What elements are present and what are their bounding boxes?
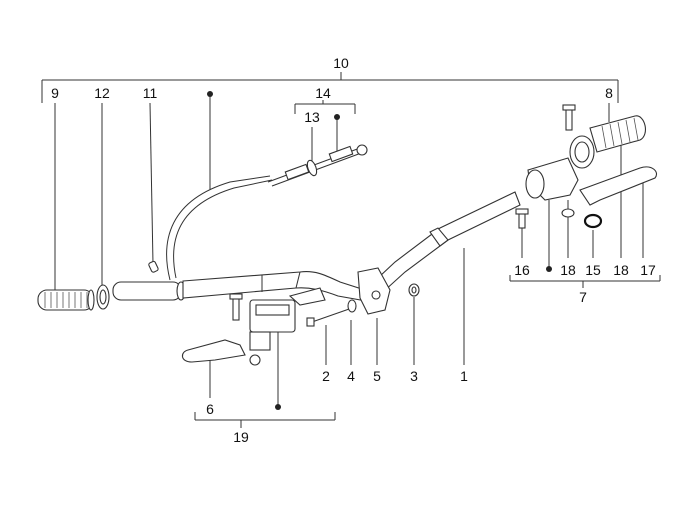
dot-markers bbox=[207, 91, 552, 410]
callout-16: 16 bbox=[514, 262, 530, 278]
callout-14: 14 bbox=[315, 85, 331, 101]
leader-lines bbox=[54, 94, 644, 405]
callout-19: 19 bbox=[233, 429, 249, 445]
callout-9: 9 bbox=[51, 85, 59, 101]
callout-1: 1 bbox=[460, 368, 468, 384]
right-lever-part bbox=[579, 166, 658, 206]
throttle-tube-part bbox=[112, 281, 186, 301]
callout-8: 8 bbox=[605, 85, 613, 101]
long-bolt-part bbox=[306, 307, 353, 327]
washer-part bbox=[347, 299, 357, 313]
bracket-14 bbox=[294, 100, 356, 114]
callout-15: 15 bbox=[585, 262, 601, 278]
left-lever-part bbox=[181, 339, 246, 363]
left-grip-part bbox=[37, 289, 95, 311]
ring-15-part bbox=[583, 213, 603, 229]
master-cylinder-part bbox=[229, 293, 296, 366]
throttle-cable-part bbox=[166, 175, 273, 281]
callout-13: 13 bbox=[304, 109, 320, 125]
handlebar-part bbox=[182, 191, 521, 306]
nut-part bbox=[408, 283, 420, 297]
bracket-7 bbox=[509, 275, 661, 288]
callout-17: 17 bbox=[640, 262, 656, 278]
callout-18-right: 18 bbox=[613, 262, 629, 278]
callout-2: 2 bbox=[322, 368, 330, 384]
callout-10: 10 bbox=[333, 55, 349, 71]
callout-4: 4 bbox=[347, 368, 355, 384]
bracket-19 bbox=[194, 412, 336, 428]
callout-7: 7 bbox=[579, 289, 587, 305]
washer-18-part bbox=[561, 208, 575, 218]
bolt-16-part bbox=[515, 208, 529, 229]
switch-housing-part bbox=[525, 157, 579, 201]
callout-18-left: 18 bbox=[560, 262, 576, 278]
bracket-10 bbox=[41, 72, 619, 103]
small-screw-part bbox=[148, 260, 159, 273]
cable-assembly-part bbox=[267, 144, 368, 187]
ring-part bbox=[96, 284, 110, 310]
clamp-part bbox=[357, 267, 391, 315]
callout-6: 6 bbox=[206, 401, 214, 417]
callout-3: 3 bbox=[410, 368, 418, 384]
callout-12: 12 bbox=[94, 85, 110, 101]
right-grip-part bbox=[569, 115, 646, 169]
grip-screw-part bbox=[562, 104, 576, 131]
callout-11: 11 bbox=[143, 85, 158, 101]
callout-5: 5 bbox=[373, 368, 381, 384]
callout-labels: 10 9 12 11 14 13 8 16 18 15 18 17 7 2 4 … bbox=[51, 55, 656, 445]
